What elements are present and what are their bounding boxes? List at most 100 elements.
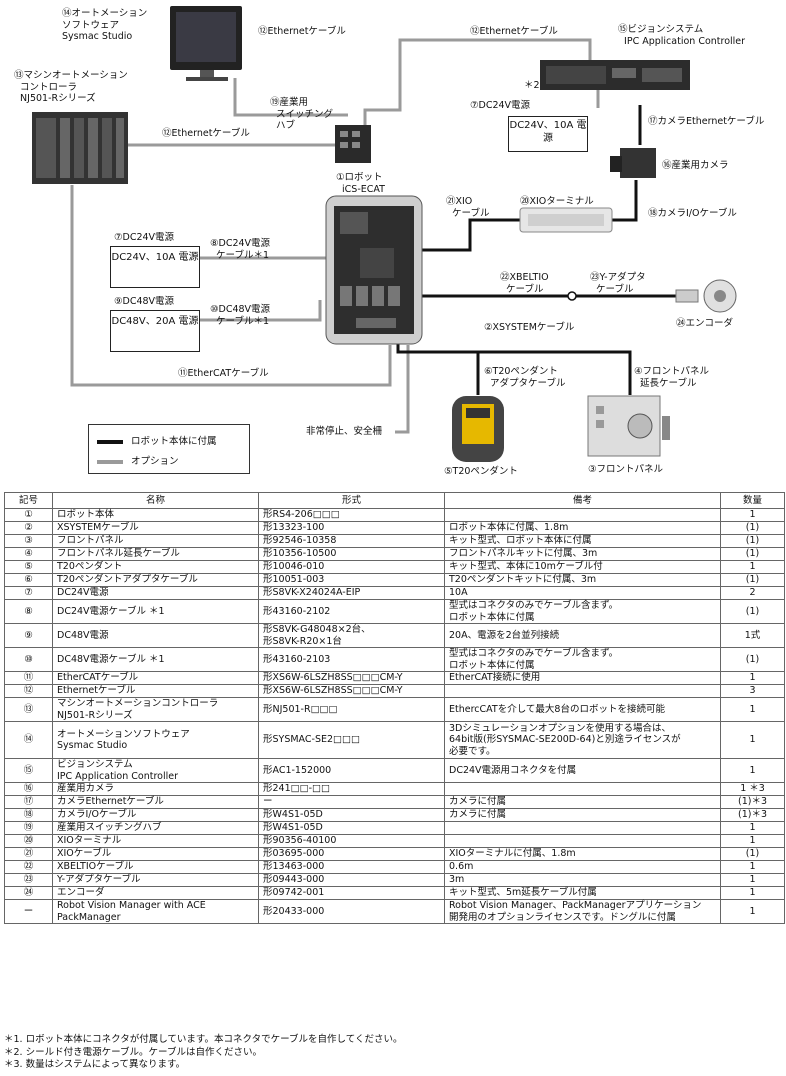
vision-system-ipc [540,60,690,90]
cell-symbol: ⑱ [4,808,53,822]
cell-remarks: ロボット本体に付属、1.8m [444,521,721,535]
cell-name: オートメーションソフトウェア Sysmac Studio [52,721,259,759]
label-y-adapter: ㉓Y-アダプタ ケーブル [590,272,646,295]
cell-symbol: ④ [4,547,53,561]
cell-remarks [444,684,721,698]
footnote-3: ＊3. 数量はシステムによって異なります。 [4,1059,186,1070]
cell-model: 形10046-010 [258,560,445,574]
label-ethercat-cable: ⑪EtherCATケーブル [178,368,269,379]
cell-symbol: ⑮ [4,758,53,783]
cell-quantity: 1 [720,560,785,574]
label-camera-io: ⑱カメラI/Oケーブル [648,208,737,219]
cell-name: Y-アダプタケーブル [52,873,259,887]
cell-remarks: 0.6m [444,860,721,874]
cell-model: 形XS6W-6LSZH8SS□□□CM-Y [258,671,445,685]
cell-model: 形92546-10358 [258,534,445,548]
cell-symbol: ー [4,899,53,924]
cell-remarks [444,782,721,796]
t20-pendant [452,396,504,462]
box-dc24v-power-2: DC24V、10A 電源 [110,246,200,288]
label-dc48v-cable: ⑩DC48V電源 ケーブル＊1 [210,304,271,327]
cell-quantity: 1 [720,697,785,722]
cell-quantity: (1)＊3 [720,808,785,822]
legend: ロボット本体に付属 オプション [88,424,250,474]
cell-remarks: 20A、電源を2台並列接続 [444,623,721,648]
cell-model: 形241□□-□□ [258,782,445,796]
front-panel-cable [396,340,632,395]
cell-symbol: ⑩ [4,647,53,672]
camera-io-cable [612,180,638,222]
cell-remarks: DC24V電源用コネクタを付属 [444,758,721,783]
xio-cable [400,218,520,252]
cell-model: 形10356-10500 [258,547,445,561]
dc48-power-cable [200,300,322,322]
cell-remarks: キット型式、本体に10mケーブル付 [444,560,721,574]
cell-remarks: フロントパネルキットに付属、3m [444,547,721,561]
cell-quantity: 3 [720,684,785,698]
cell-name: DC24V電源ケーブル ＊1 [52,599,259,624]
cell-model: 形AC1-152000 [258,758,445,783]
cell-quantity: 1 [720,721,785,759]
cell-quantity: 1式 [720,623,785,648]
cell-model: 形S8VK-G48048×2台、 形S8VK-R20×1台 [258,623,445,648]
label-xio-terminal: ⑳XIOターミナル [520,196,594,207]
ethernet-cable-pc-hub [233,78,348,117]
cell-quantity: 1 [720,671,785,685]
cell-symbol: ⑳ [4,834,53,848]
dc24-power-cable [200,256,342,282]
cell-symbol: ⑫ [4,684,53,698]
cell-symbol: ⑪ [4,671,53,685]
cell-quantity: (1)＊3 [720,795,785,809]
cell-name: XIOターミナル [52,834,259,848]
cell-symbol: ⑰ [4,795,53,809]
label-encoder: ㉔エンコーダ [676,318,734,329]
cell-name: DC48V電源 [52,623,259,648]
label-ethernet-cable-2: ⑫Ethernetケーブル [470,26,558,37]
cell-quantity: (1) [720,647,785,672]
cell-model: 形SYSMAC-SE2□□□ [258,721,445,759]
diagram-lines [32,6,737,462]
legend-included: ロボット本体に付属 [97,433,217,447]
cell-remarks: 10A [444,586,721,600]
cell-name: Ethernetケーブル [52,684,259,698]
header-name: 名称 [52,492,259,509]
cell-symbol: ② [4,521,53,535]
cell-name: カメラI/Oケーブル [52,808,259,822]
cell-quantity: (1) [720,847,785,861]
label-camera-ethernet: ⑰カメラEthernetケーブル [648,116,765,127]
label-note-2: ＊2 [524,80,540,91]
label-ethernet-cable-1: ⑫Ethernetケーブル [258,26,346,37]
cell-quantity: (1) [720,547,785,561]
header-symbol: 記号 [4,492,53,509]
label-ethernet-cable-3: ⑫Ethernetケーブル [162,128,250,139]
cell-symbol: ⑦ [4,586,53,600]
ethercat-cable [70,185,392,387]
cell-symbol: ① [4,508,53,522]
label-dc24v-cable: ⑧DC24V電源 ケーブル＊1 [210,238,271,261]
legend-option: オプション [97,453,179,467]
cell-name: エンコーダ [52,886,259,900]
header-model: 形式 [258,492,445,509]
footnote-1: ＊1. ロボット本体にコネクタが付属しています。本コネクタでケーブルを自作してく… [4,1034,403,1045]
cell-name: ビジョンシステム IPC Application Controller [52,758,259,783]
cell-symbol: ㉑ [4,847,53,861]
cell-symbol: ⑥ [4,573,53,587]
cell-model: 形90356-40100 [258,834,445,848]
cell-symbol: ㉓ [4,873,53,887]
label-dc48v: ⑨DC48V電源 [114,296,175,307]
header-quantity: 数量 [720,492,785,509]
